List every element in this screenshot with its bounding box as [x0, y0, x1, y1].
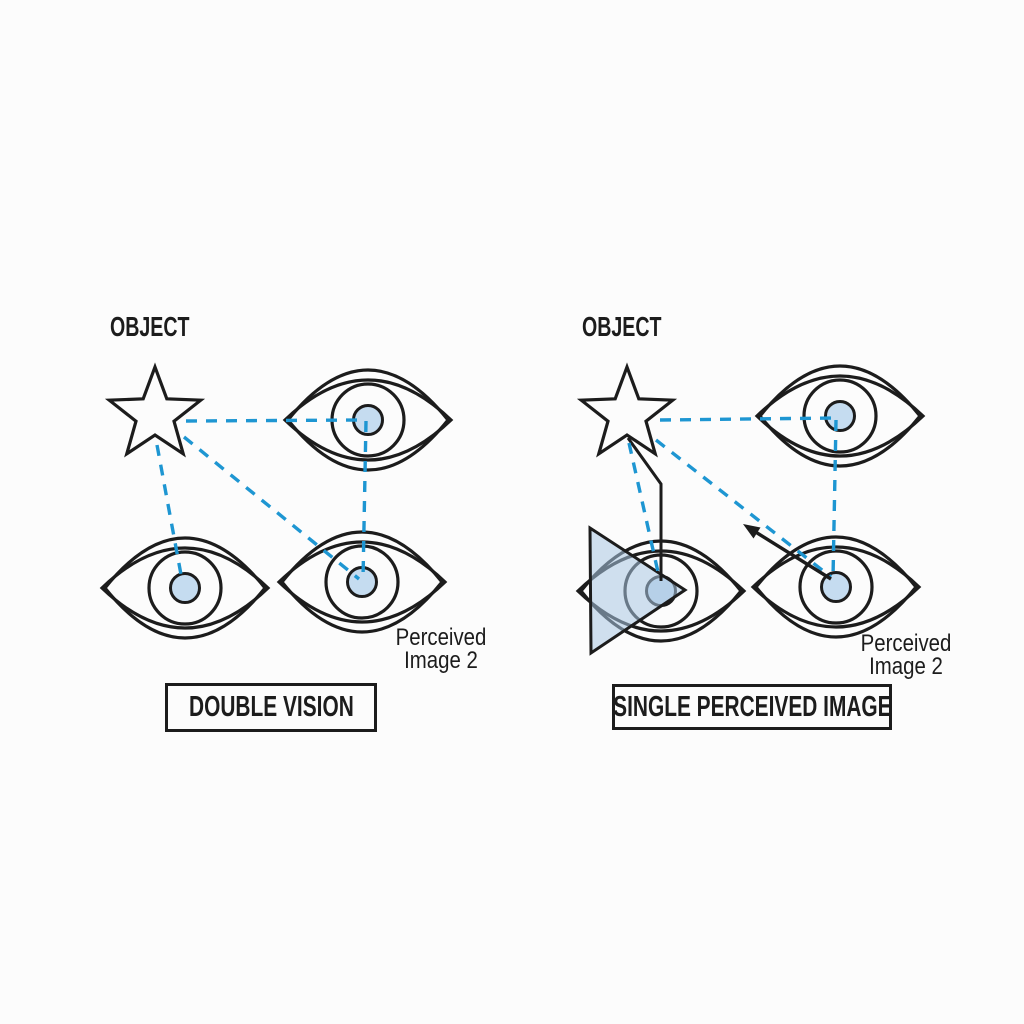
perceived-line1: Perceived [395, 624, 487, 651]
eye-icon-left-bottomleft [100, 536, 270, 640]
perceived-line2: Image 2 [869, 653, 943, 680]
arrow-shaft [753, 529, 832, 581]
prism-icon [588, 525, 688, 656]
gaze-line-horizontal [659, 416, 837, 422]
perceived-line2: Image 2 [404, 647, 478, 674]
perceived-direction-arrow-icon [743, 524, 832, 581]
star-icon-right [576, 362, 678, 458]
object-label-left-text: OBJECT [110, 311, 190, 342]
eye-icon-right-bottomright [751, 535, 921, 639]
perceived-line1: Perceived [860, 630, 952, 657]
gaze-lines-right [627, 416, 838, 579]
gaze-line-vertical [361, 420, 368, 580]
gaze-line-diagonal [654, 438, 833, 579]
star-icon-left [104, 362, 206, 458]
perceived-image-label-left: Perceived Image 2 [393, 624, 488, 674]
object-label-left: OBJECT [110, 311, 224, 343]
perceived-image-label-right: Perceived Image 2 [858, 630, 953, 680]
double-vision-caption-box: DOUBLE VISION [165, 683, 377, 732]
gaze-line-downleft [155, 444, 184, 581]
arrow-head [743, 524, 761, 539]
single-perceived-image-caption-text: SINGLE PERCEIVED IMAGE [612, 690, 892, 723]
gaze-line-vertical [831, 419, 838, 579]
gaze-lines-left [155, 418, 368, 581]
object-label-right-text: OBJECT [582, 311, 662, 342]
gaze-line-downleft [627, 442, 660, 573]
gaze-line-horizontal [185, 418, 367, 423]
double-vision-caption-text: DOUBLE VISION [188, 691, 354, 723]
bent-ray-line [626, 437, 663, 581]
single-perceived-image-caption-box: SINGLE PERCEIVED IMAGE [612, 684, 892, 730]
eye-icon-right-top [755, 364, 925, 468]
object-label-right: OBJECT [582, 311, 696, 343]
gaze-line-diagonal [182, 435, 361, 581]
